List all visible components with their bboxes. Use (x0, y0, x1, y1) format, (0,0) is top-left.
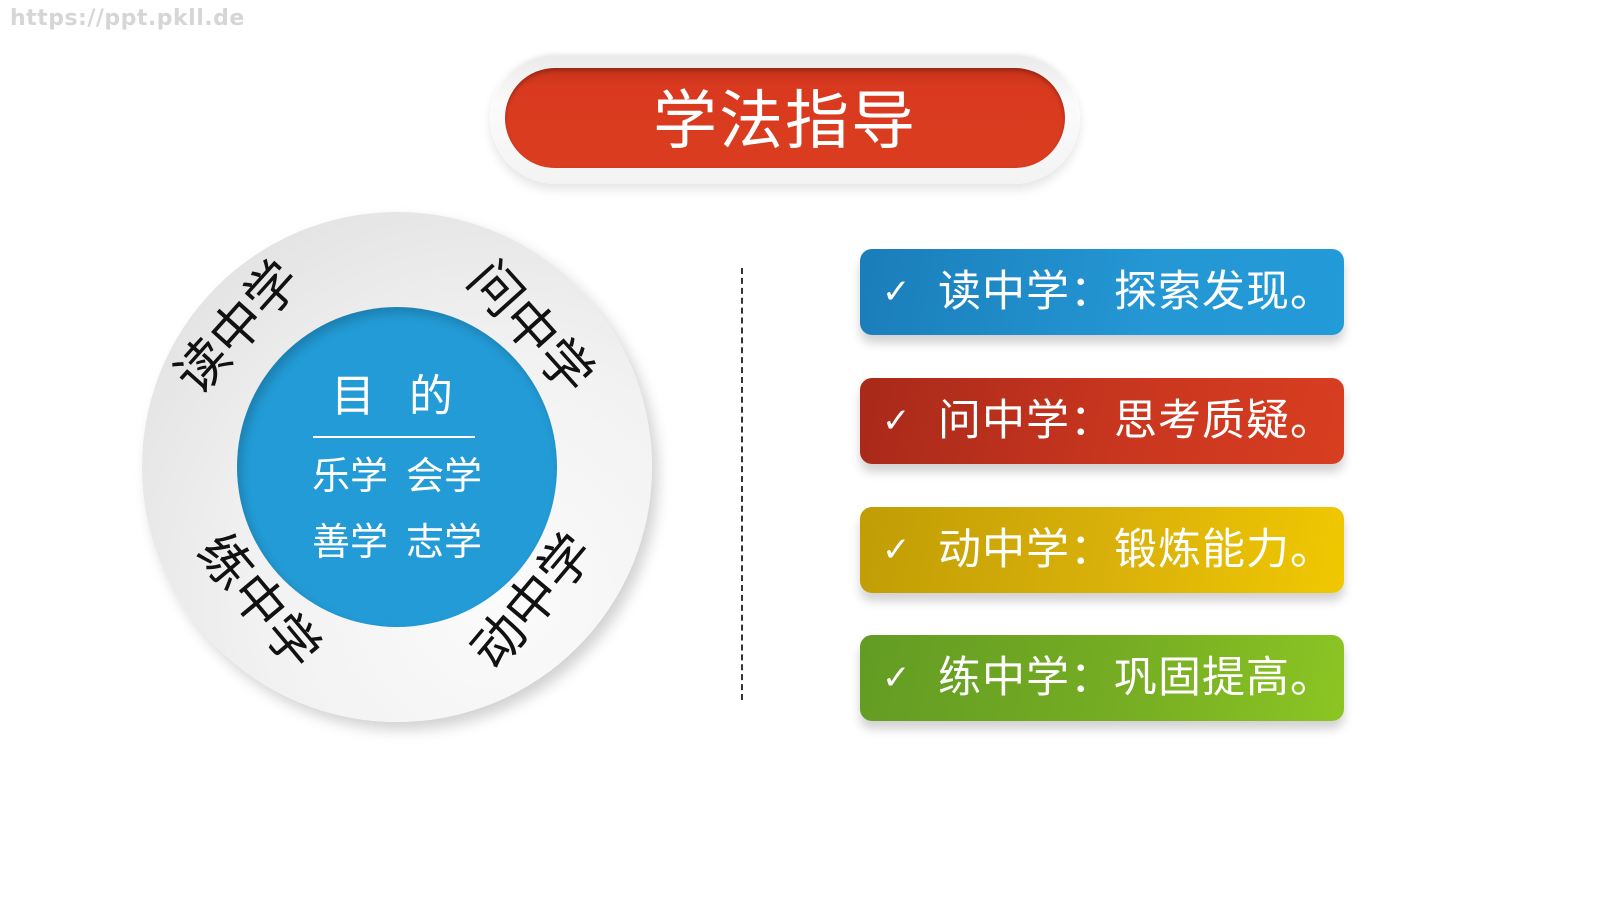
check-icon: ✓ (882, 658, 911, 698)
method-item-ask: ✓ 问中学：思考质疑。 (860, 378, 1344, 464)
purpose-circle: 目 的 乐学 会学 善学 志学 (237, 307, 557, 627)
title-pill: 学法指导 (505, 68, 1065, 168)
check-icon: ✓ (882, 530, 911, 570)
purpose-row: 善学 志学 (311, 520, 483, 564)
purpose-row: 乐学 会学 (311, 454, 483, 498)
method-item-do: ✓ 动中学：锻炼能力。 (860, 507, 1344, 593)
method-item-read: ✓ 读中学：探索发现。 (860, 249, 1344, 335)
watermark: https://ppt.pkll.de (10, 6, 245, 31)
method-item-label: 练中学：巩固提高。 (938, 652, 1334, 703)
method-item-practice: ✓ 练中学：巩固提高。 (860, 635, 1344, 721)
dashed-divider (741, 268, 743, 700)
method-item-label: 读中学：探索发现。 (938, 266, 1334, 317)
page-title: 学法指导 (653, 85, 917, 159)
purpose-title: 目 的 (331, 371, 463, 422)
check-icon: ✓ (882, 401, 911, 441)
purpose-divider (313, 436, 475, 438)
method-item-label: 问中学：思考质疑。 (938, 395, 1334, 446)
method-item-label: 动中学：锻炼能力。 (938, 524, 1334, 575)
check-icon: ✓ (882, 272, 911, 312)
